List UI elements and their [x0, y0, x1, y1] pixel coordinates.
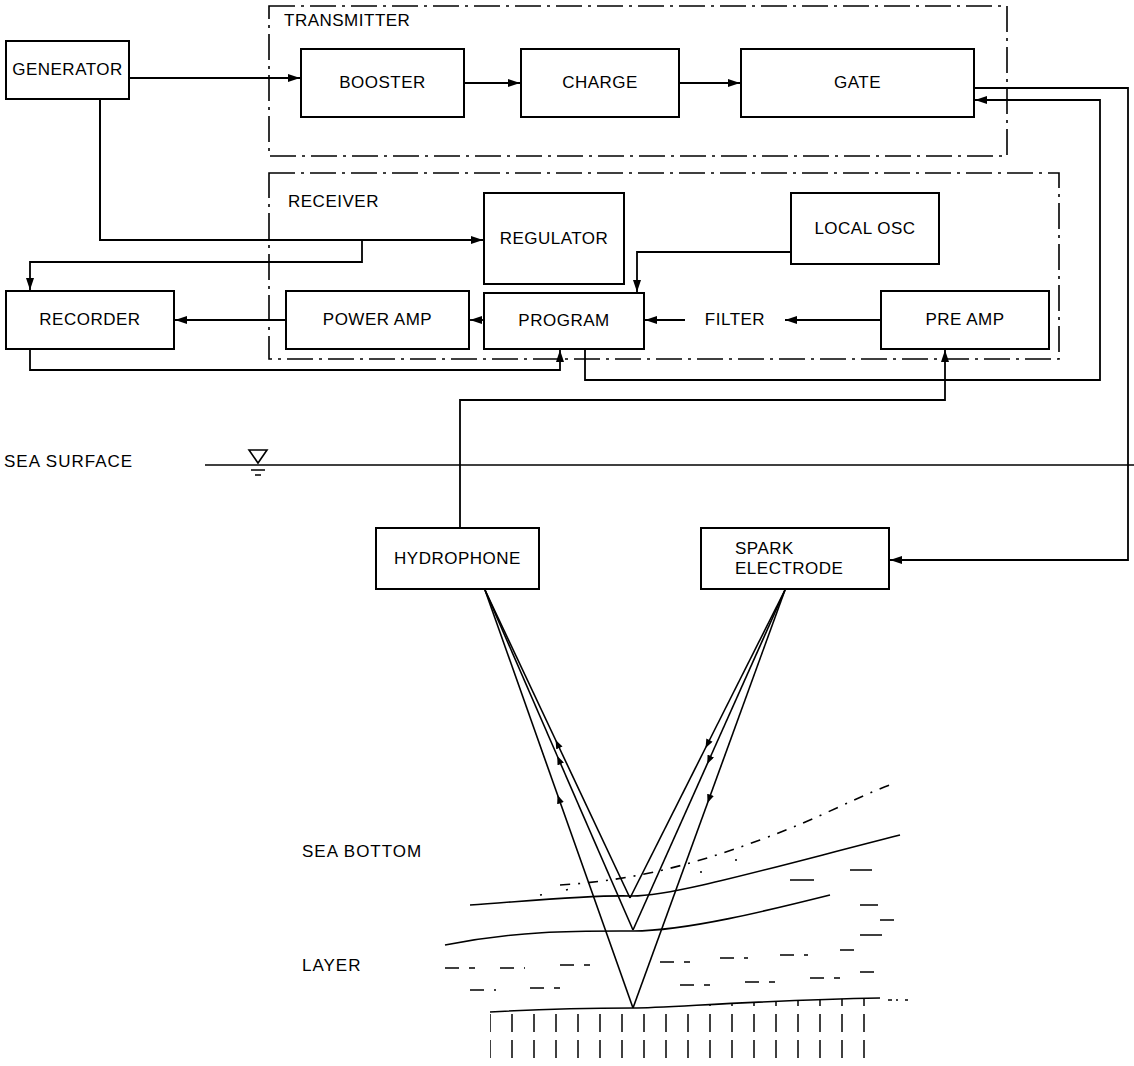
sediment-line [560, 785, 890, 885]
annotation-label: SEA SURFACE [2, 452, 135, 472]
process-box: PROGRAM [483, 292, 645, 350]
layer-line [445, 895, 830, 945]
process-box: HYDROPHONE [375, 527, 540, 590]
signal-connector [460, 350, 945, 527]
box-label: PRE AMP [925, 310, 1004, 330]
signal-connector [470, 319, 483, 321]
signal-connector [100, 100, 483, 240]
signal-connector [785, 319, 880, 321]
box-label: GENERATOR [12, 60, 123, 80]
group-heading: RECEIVER [288, 192, 379, 212]
group-frame: TRANSMITTER BOOSTER CHARGE GATE [268, 5, 1008, 157]
process-box: RECORDER [5, 290, 175, 350]
process-box: CHARGE [520, 48, 680, 118]
process-box: SPARK ELECTRODE [700, 527, 890, 590]
water-level-symbol [249, 450, 267, 463]
box-label: FILTER [705, 310, 765, 330]
process-box: BOOSTER [300, 48, 465, 118]
sea-surface-line [205, 464, 1134, 466]
box-label: HYDROPHONE [394, 549, 521, 569]
bedrock-hatching [490, 998, 880, 1066]
signal-connector [465, 82, 520, 84]
process-box: PRE AMP [880, 290, 1050, 350]
annotation-label: LAYER [300, 956, 364, 976]
group-frame: RECEIVER REGULATOR LOCAL OSC POWER AMP PROGR… [268, 172, 1060, 360]
process-box: GENERATOR [5, 40, 130, 100]
signal-connector [130, 77, 300, 79]
box-label: RECORDER [39, 310, 140, 330]
ray-paths [485, 590, 785, 1008]
box-label: POWER AMP [323, 310, 432, 330]
signal-connector [585, 100, 1100, 380]
signal-connector [30, 350, 560, 370]
box-label: BOOSTER [339, 73, 426, 93]
box-label: LOCAL OSC [814, 219, 915, 239]
signal-connector [680, 82, 740, 84]
box-label: REGULATOR [500, 229, 609, 249]
process-box: POWER AMP [285, 290, 470, 350]
box-label: PROGRAM [518, 311, 609, 331]
process-box: LOCAL OSC [790, 192, 940, 265]
box-label: SPARK ELECTRODE [735, 539, 855, 578]
process-box: REGULATOR [483, 192, 625, 285]
process-box: FILTER [685, 300, 785, 340]
sea-bottom-line [470, 835, 900, 905]
box-label: GATE [834, 73, 881, 93]
signal-connector [637, 252, 790, 292]
annotation-label: SEA BOTTOM [300, 842, 424, 862]
process-box: GATE [740, 48, 975, 118]
water-level-symbol [251, 470, 265, 475]
signal-connector [645, 319, 685, 321]
group-heading: TRANSMITTER [284, 11, 410, 31]
box-label: CHARGE [562, 73, 638, 93]
